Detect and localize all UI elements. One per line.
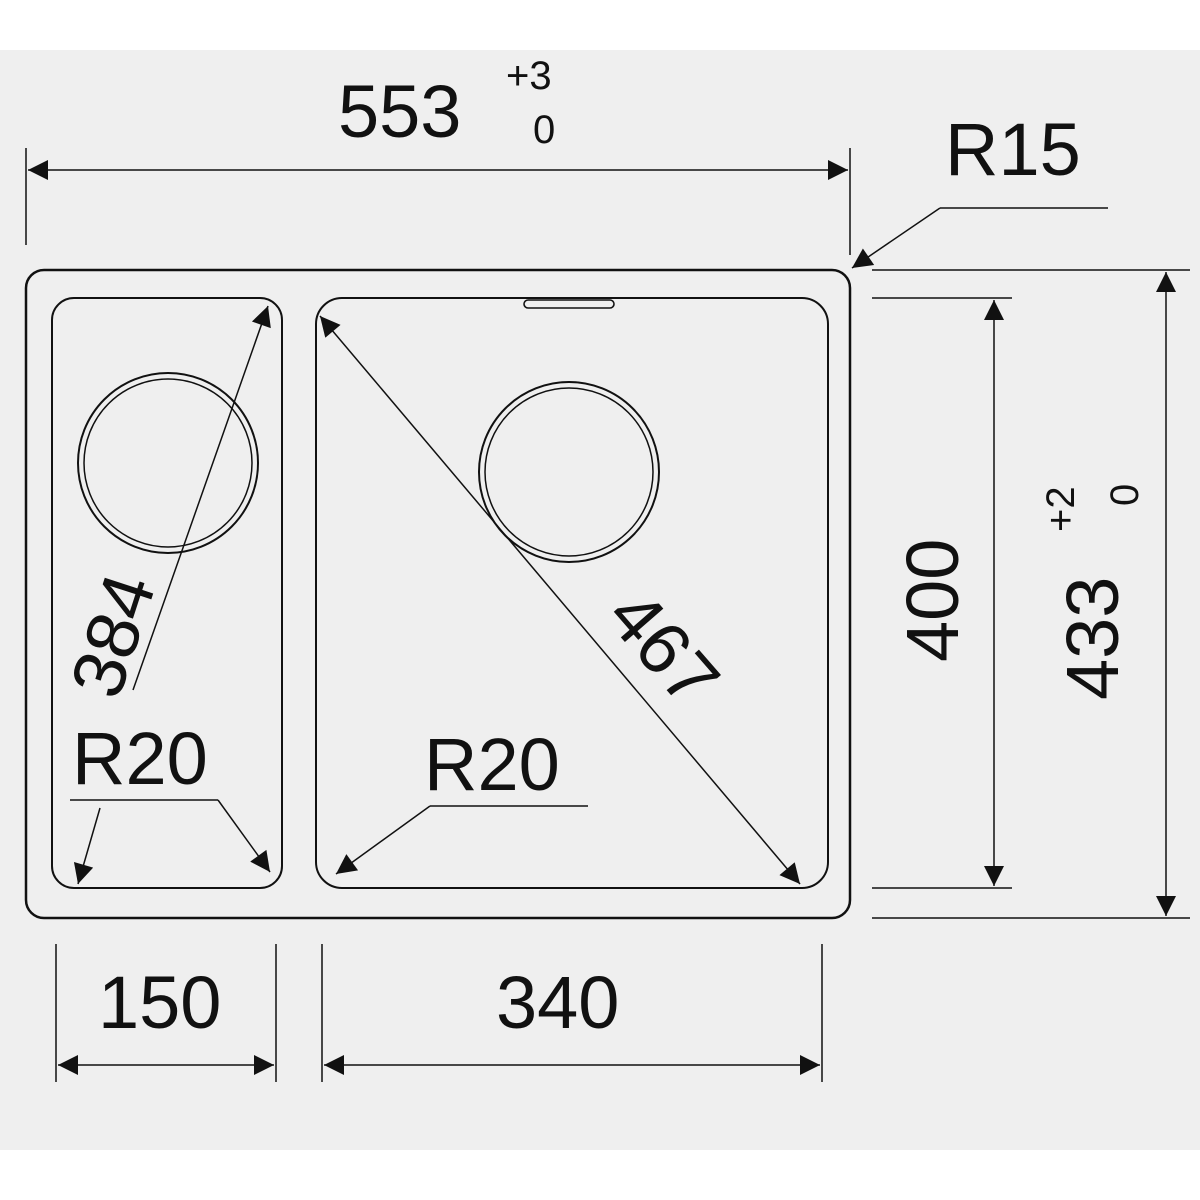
overall-depth-tolerance-upper: +2 — [1039, 486, 1083, 532]
inner-depth-value: 400 — [891, 539, 974, 662]
small-bowl-radius-label: R20 — [72, 717, 208, 800]
large-bowl-width-value: 340 — [496, 961, 619, 1044]
overall-depth-value: 433 — [1051, 577, 1134, 700]
sink-outer-outline — [24, 268, 852, 920]
large-bowl-outline — [315, 297, 829, 889]
small-bowl-radius-arrow-right — [217, 799, 271, 873]
small-bowl-width-value: 150 — [98, 961, 221, 1044]
outer-corner-radius-label: R15 — [945, 108, 1081, 191]
overall-width-tolerance-upper: +3 — [506, 54, 552, 98]
large-bowl-diagonal-line — [319, 315, 801, 885]
r15-leader-arrow — [851, 207, 941, 269]
small-bowl-radius-arrow-left — [73, 807, 101, 885]
large-bowl-radius-label: R20 — [424, 723, 560, 806]
overall-width-value: 553 — [338, 70, 461, 153]
small-bowl-diagonal-line — [132, 305, 271, 691]
small-bowl-outline — [51, 297, 283, 889]
overall-depth-tolerance-lower: 0 — [1103, 484, 1147, 506]
small-bowl-drain — [77, 372, 259, 554]
overflow-slot — [523, 299, 615, 309]
large-bowl-radius-arrow — [335, 805, 431, 875]
overall-width-tolerance-lower: 0 — [533, 108, 555, 152]
